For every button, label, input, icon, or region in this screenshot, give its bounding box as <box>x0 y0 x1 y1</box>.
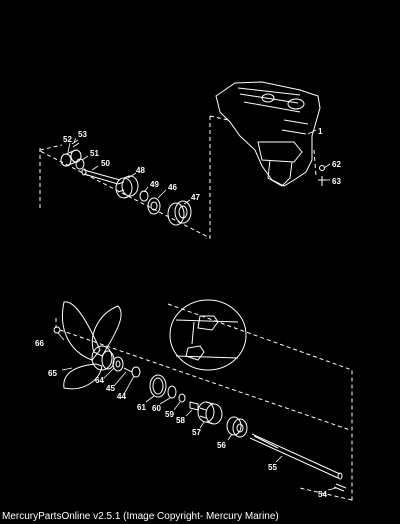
housing-bolt-leader <box>313 149 317 177</box>
part-59-washer <box>178 393 186 403</box>
callout-63: 63 <box>332 177 341 186</box>
part-52-bearing <box>60 149 82 167</box>
part-44-ring <box>131 366 141 378</box>
part-54-pin <box>333 483 347 492</box>
part-66-nut <box>53 326 61 334</box>
part-49-washer <box>139 190 149 202</box>
callout-57: 57 <box>192 428 201 437</box>
part-60-seal <box>167 385 177 399</box>
detail-magnifier <box>169 299 247 371</box>
callout-55: 55 <box>268 463 277 472</box>
part-46-bearing <box>147 197 161 215</box>
gear-housing <box>215 81 321 187</box>
callout-49: 49 <box>150 180 159 189</box>
callout-60: 60 <box>152 404 161 413</box>
callout-61: 61 <box>137 403 146 412</box>
part-64-washer <box>112 356 124 372</box>
callout-53: 53 <box>78 130 87 139</box>
callout-44: 44 <box>117 392 126 401</box>
upper-group-outline <box>37 115 229 239</box>
callout-66: 66 <box>35 339 44 348</box>
part-48-pinion-gear <box>115 175 139 199</box>
part-53-pin <box>71 139 80 148</box>
part-56-bearing <box>226 416 248 438</box>
callout-52: 52 <box>63 135 72 144</box>
part-57-gear <box>197 401 223 425</box>
callout-58: 58 <box>176 416 185 425</box>
callout-51: 51 <box>90 149 99 158</box>
part-65-propeller <box>62 301 122 390</box>
part-61-retainer <box>149 374 167 398</box>
part-55-propeller-shaft <box>249 433 343 480</box>
part-50-pinion-shaft <box>81 168 121 185</box>
part-51-ring <box>75 158 85 170</box>
part-62-63-screw <box>318 165 326 186</box>
leader-lines <box>57 129 337 491</box>
copyright-caption: MercuryPartsOnline v2.5.1 (Image Copyrig… <box>2 511 279 522</box>
callout-59: 59 <box>165 410 174 419</box>
callout-65: 65 <box>48 369 57 378</box>
callout-62: 62 <box>332 160 341 169</box>
callout-1: 1 <box>318 127 323 136</box>
part-45-pin <box>123 367 133 373</box>
callout-54: 54 <box>318 490 327 499</box>
callout-48: 48 <box>136 166 145 175</box>
lower-group-outline <box>55 303 353 502</box>
callout-47: 47 <box>191 193 200 202</box>
part-47-cup <box>167 200 192 226</box>
callout-50: 50 <box>101 159 110 168</box>
callout-46: 46 <box>168 183 177 192</box>
part-58-spacer <box>189 401 199 411</box>
callout-64: 64 <box>95 376 104 385</box>
callout-45: 45 <box>106 384 115 393</box>
callout-56: 56 <box>217 441 226 450</box>
